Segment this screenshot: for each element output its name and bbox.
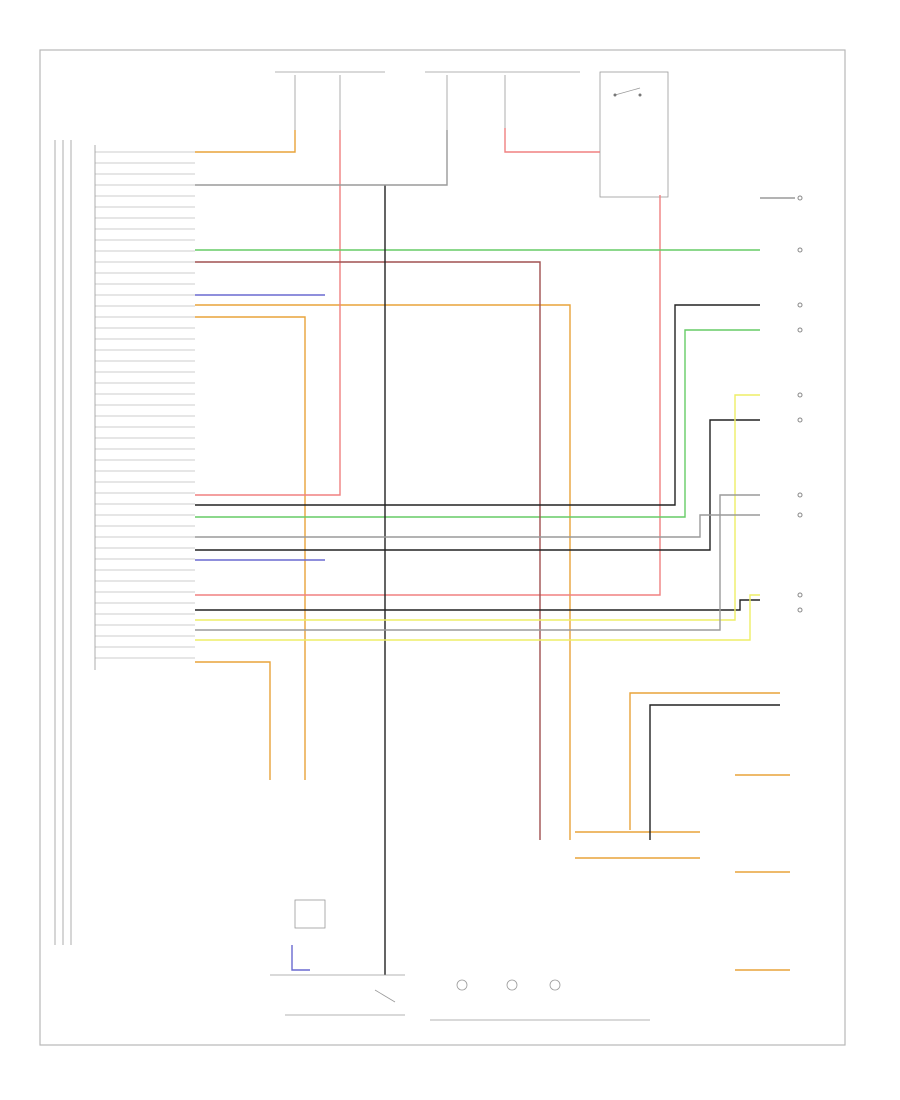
- sensor-terminal: [797, 302, 803, 308]
- wire-gray: [195, 130, 448, 186]
- instrument-cluster: [430, 979, 650, 1021]
- sensor-terminal: [797, 195, 803, 201]
- wire-green: [195, 329, 760, 518]
- wires: [195, 128, 795, 975]
- wire-orange: [629, 692, 780, 830]
- wire-black: [195, 304, 760, 506]
- wire-orange: [195, 130, 296, 153]
- fuse-panel: [275, 71, 669, 198]
- sensor-terminal: [797, 512, 803, 518]
- sensor-terminal: [797, 327, 803, 333]
- left-bus-lines: [54, 140, 96, 945]
- wire-blue: [291, 945, 310, 971]
- wire-orange: [195, 661, 271, 780]
- switch-group: [270, 899, 405, 1016]
- wire-black: [649, 704, 780, 840]
- wire-gray: [195, 494, 760, 631]
- wire-orange: [195, 316, 306, 780]
- sensor-terminal: [797, 592, 803, 598]
- diagram-border: [39, 49, 846, 1046]
- sensor-terminal: [797, 417, 803, 423]
- wire-pink: [195, 130, 341, 496]
- wire-yellow: [195, 394, 760, 621]
- wire-orange: [195, 304, 571, 840]
- sensor-terminal: [797, 492, 803, 498]
- wire-yellow: [195, 594, 760, 641]
- wire-black: [195, 599, 760, 611]
- wire-pink: [195, 195, 661, 596]
- wire-brown: [195, 261, 541, 840]
- right-components: [797, 195, 803, 613]
- sensor-terminal: [797, 247, 803, 253]
- sensor-terminal: [797, 392, 803, 398]
- module-connector-pins: [95, 151, 195, 659]
- wire-pink: [504, 128, 600, 153]
- wire-gray: [195, 514, 760, 538]
- sensor-terminal: [797, 607, 803, 613]
